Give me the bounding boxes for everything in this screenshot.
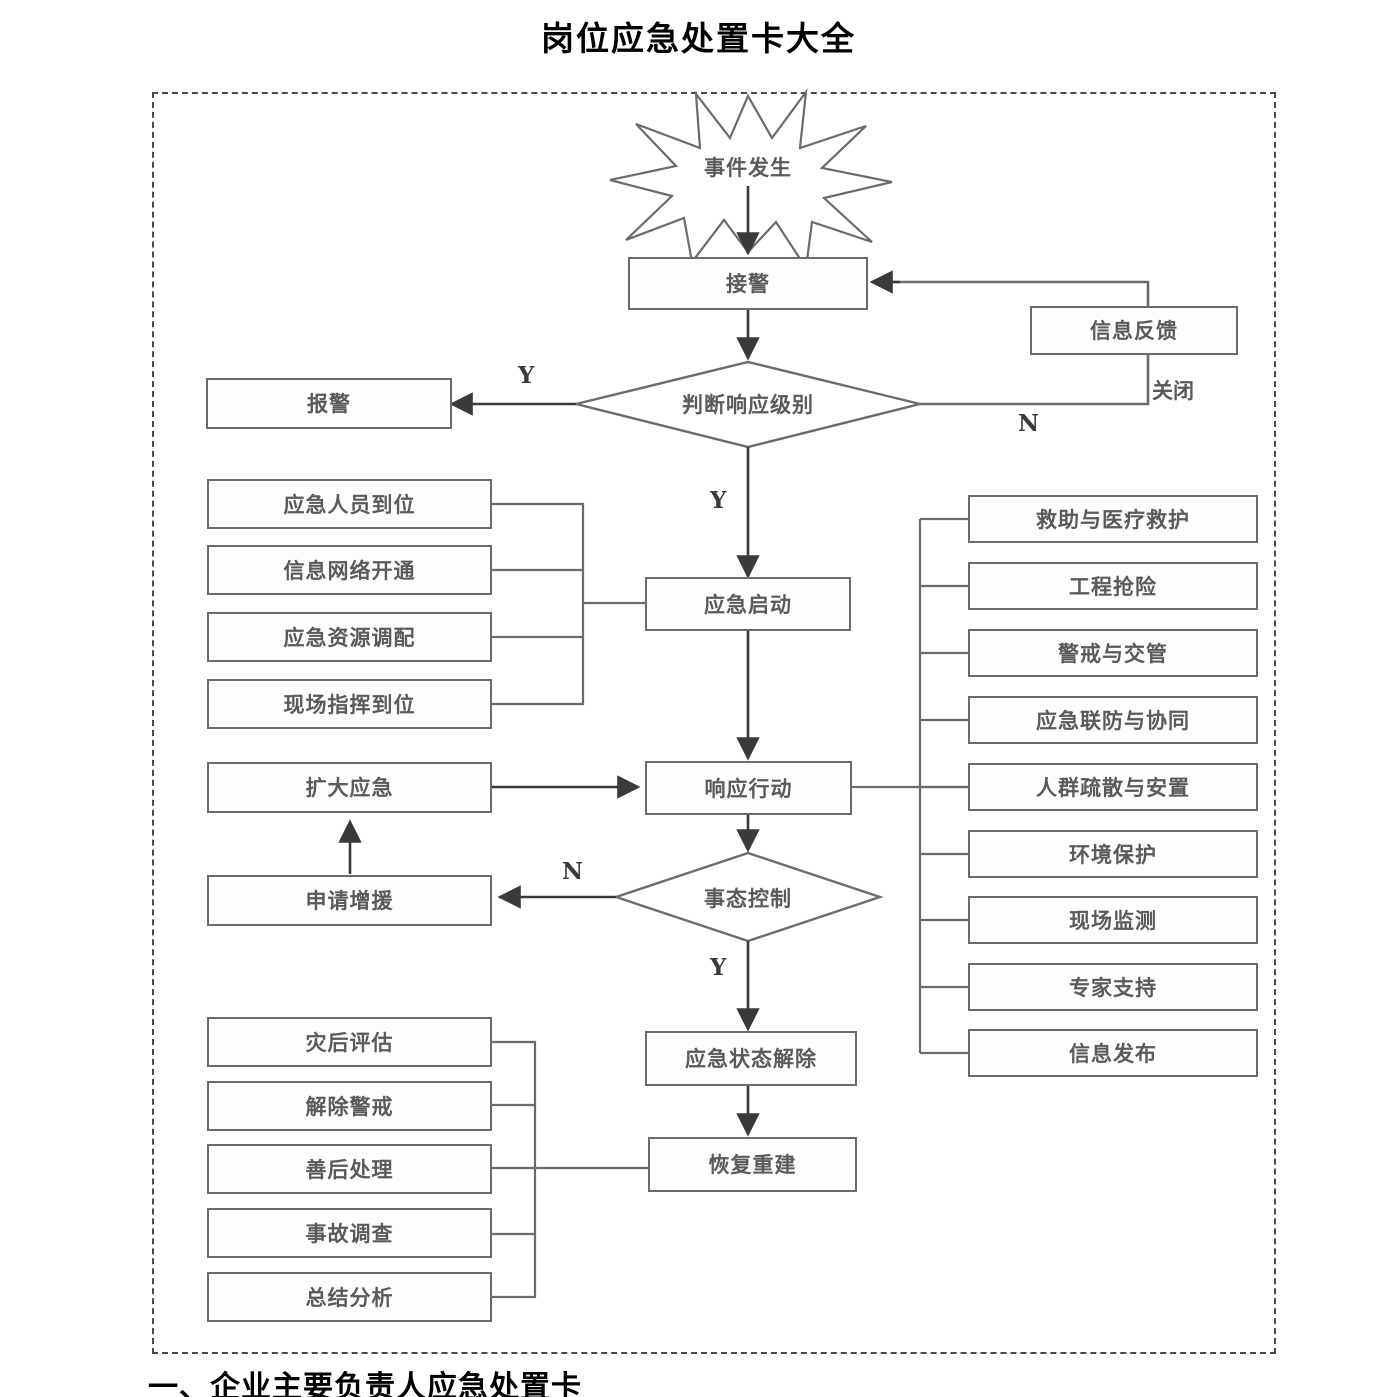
bottom-group-item[interactable]: 总结分析 (207, 1272, 492, 1322)
bottom-group-item[interactable]: 善后处理 (207, 1144, 492, 1194)
edge-label-situation-no: N (562, 858, 584, 885)
bottom-group-item[interactable]: 解除警戒 (207, 1081, 492, 1131)
right-group-item-label: 工程抢险 (1069, 573, 1157, 599)
node-alarm-report-label: 报警 (307, 391, 351, 416)
node-alarm-receive[interactable]: 接警 (628, 257, 868, 310)
left-group-item[interactable]: 应急人员到位 (207, 479, 492, 529)
right-group-item[interactable]: 专家支持 (968, 963, 1258, 1011)
node-situation-control-label: 事态控制 (704, 886, 792, 911)
right-group-item[interactable]: 工程抢险 (968, 562, 1258, 610)
left-group-item[interactable]: 应急资源调配 (207, 612, 492, 662)
edge-label-judge-yes-down: Y (710, 487, 727, 514)
diagram-dashed-frame (152, 92, 1276, 1354)
page-title: 岗位应急处置卡大全 (541, 19, 856, 58)
right-group-item-label: 救助与医疗救护 (1036, 506, 1190, 532)
bottom-group-item-label: 善后处理 (305, 1156, 394, 1182)
right-group-item-label: 信息发布 (1069, 1040, 1157, 1066)
left-group-item-label: 应急资源调配 (283, 624, 416, 650)
right-group-item[interactable]: 应急联防与协同 (968, 696, 1258, 744)
node-info-feedback-label: 信息反馈 (1090, 318, 1178, 343)
node-request-aid-label: 申请增援 (305, 888, 394, 913)
edge-label-situation-yes: Y (710, 954, 727, 981)
right-group-item-label: 现场监测 (1069, 907, 1157, 933)
left-group-item-label: 现场指挥到位 (283, 691, 416, 717)
bottom-group-item[interactable]: 事故调查 (207, 1208, 492, 1258)
bottom-group-item-label: 总结分析 (305, 1284, 394, 1310)
right-group-item-label: 专家支持 (1069, 974, 1157, 1000)
node-emergency-start[interactable]: 应急启动 (645, 577, 851, 631)
node-alarm-report[interactable]: 报警 (206, 378, 452, 429)
bottom-group-item-label: 灾后评估 (305, 1029, 394, 1055)
edge-label-judge-no-right: N (1018, 410, 1040, 437)
left-group-item-label: 应急人员到位 (283, 491, 416, 517)
bottom-group-item-label: 解除警戒 (305, 1093, 394, 1119)
left-group-item[interactable]: 现场指挥到位 (207, 679, 492, 729)
node-emergency-start-label: 应急启动 (704, 591, 792, 617)
node-expand-emergency-label: 扩大应急 (305, 775, 394, 800)
edge-label-judge-yes-left: Y (518, 362, 535, 389)
right-group-item[interactable]: 环境保护 (968, 830, 1258, 878)
footer-section-heading: 一、企业主要负责人应急处置卡 (148, 1370, 582, 1397)
node-response-action-label: 响应行动 (704, 775, 793, 801)
bottom-group-item[interactable]: 灾后评估 (207, 1017, 492, 1067)
node-request-aid[interactable]: 申请增援 (207, 875, 492, 926)
node-emergency-release[interactable]: 应急状态解除 (645, 1031, 857, 1086)
node-judge-level-label: 判断响应级别 (682, 392, 814, 417)
right-group-item-label: 人群疏散与安置 (1036, 774, 1190, 800)
node-response-action[interactable]: 响应行动 (645, 761, 852, 815)
right-group-item[interactable]: 现场监测 (968, 896, 1258, 944)
node-emergency-release-label: 应急状态解除 (685, 1046, 817, 1071)
node-incident-label: 事件发生 (704, 155, 792, 180)
node-info-feedback[interactable]: 信息反馈 (1030, 306, 1238, 355)
right-group-item[interactable]: 救助与医疗救护 (968, 495, 1258, 543)
right-group-item-label: 应急联防与协同 (1036, 707, 1190, 733)
node-recovery-rebuild[interactable]: 恢复重建 (648, 1137, 857, 1192)
left-group-item-label: 信息网络开通 (283, 557, 416, 583)
right-group-item[interactable]: 人群疏散与安置 (968, 763, 1258, 811)
node-alarm-receive-label: 接警 (726, 271, 770, 296)
right-group-item[interactable]: 警戒与交管 (968, 629, 1258, 677)
node-recovery-rebuild-label: 恢复重建 (708, 1152, 797, 1177)
right-group-item-label: 环境保护 (1069, 841, 1157, 867)
left-group-item[interactable]: 信息网络开通 (207, 545, 492, 595)
bottom-group-item-label: 事故调查 (305, 1220, 394, 1246)
node-expand-emergency[interactable]: 扩大应急 (207, 762, 492, 813)
right-group-item-label: 警戒与交管 (1058, 640, 1168, 666)
edge-label-feedback-close: 关闭 (1152, 378, 1194, 403)
right-group-item[interactable]: 信息发布 (968, 1029, 1258, 1077)
